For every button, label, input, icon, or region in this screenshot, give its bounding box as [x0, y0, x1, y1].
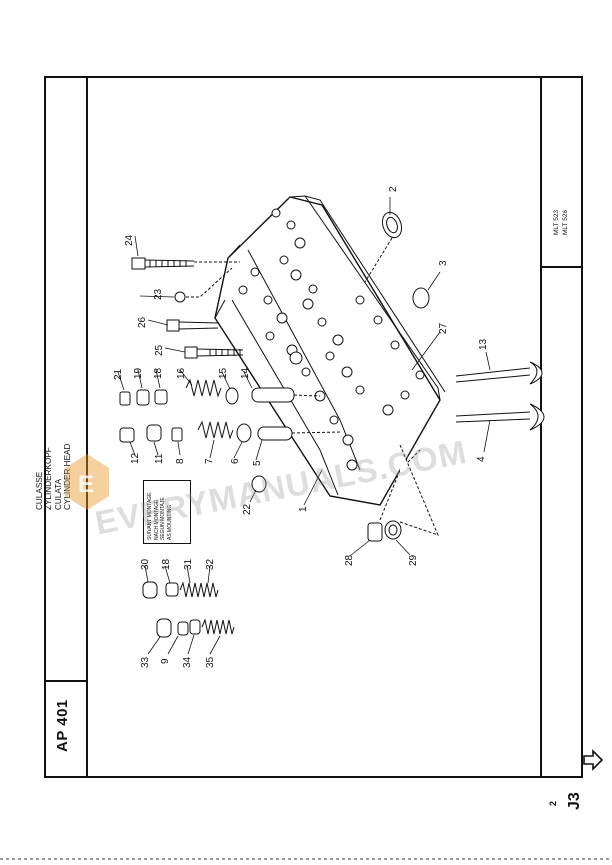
- callout: 34: [182, 656, 193, 668]
- callout: 16: [176, 367, 187, 379]
- callout: 4: [476, 456, 487, 462]
- callout: 24: [124, 234, 135, 246]
- cylinder-head-block: [214, 195, 446, 506]
- callout: 11: [154, 453, 165, 464]
- callout: 18: [161, 558, 172, 570]
- sheet-frame: [44, 76, 583, 778]
- mounting-note-box: [143, 480, 191, 544]
- callout: 31: [183, 558, 194, 570]
- sheet-code: J3: [566, 792, 583, 810]
- callout: 18: [153, 367, 164, 379]
- arrow-right-outline-icon[interactable]: [582, 749, 604, 771]
- callout: 13: [478, 338, 489, 350]
- watermark-logo-icon: E: [65, 454, 109, 510]
- callout: 35: [205, 656, 216, 668]
- sheet-page-number: 2: [548, 800, 558, 806]
- callout: 14: [240, 367, 251, 379]
- callout: 23: [153, 288, 164, 300]
- callout: 30: [140, 558, 151, 570]
- callout: 3: [438, 260, 449, 266]
- right-column-divider: [542, 266, 583, 268]
- callout: 32: [205, 558, 216, 570]
- drawing-frame: [86, 76, 542, 778]
- alt-spring-assembly: [142, 581, 235, 638]
- callout: 2: [388, 186, 399, 192]
- scan-edge: [0, 858, 612, 860]
- callout: 21: [113, 368, 124, 380]
- callout: 19: [133, 367, 144, 379]
- watermark-badge: E: [78, 471, 94, 498]
- callout: 22: [242, 503, 253, 515]
- callout: 33: [140, 656, 151, 668]
- callout: 6: [230, 458, 241, 464]
- callout: 28: [344, 554, 355, 566]
- callout: 1: [298, 506, 309, 512]
- callout: 9: [160, 658, 171, 664]
- callout: 25: [154, 344, 165, 356]
- callout: 5: [252, 460, 263, 466]
- callout: 27: [438, 322, 449, 334]
- head-bolts: [131, 257, 244, 359]
- callout: 12: [130, 452, 141, 464]
- callout: 29: [408, 554, 419, 566]
- left-column-divider: [44, 680, 86, 682]
- callout-numbers: 2 3 27 13 4 1 22 28 29 24 23 26 25 14 15…: [113, 186, 489, 668]
- valve-spring-assembly: [119, 378, 341, 443]
- plugs: [364, 211, 430, 309]
- callout: 26: [137, 316, 148, 328]
- leader-lines: [117, 197, 491, 655]
- callout: 8: [175, 458, 186, 464]
- drain-plug: [367, 444, 439, 542]
- block-ports: [238, 208, 425, 471]
- valves: [455, 361, 545, 431]
- callout: 7: [204, 458, 215, 464]
- callout: 15: [218, 367, 229, 379]
